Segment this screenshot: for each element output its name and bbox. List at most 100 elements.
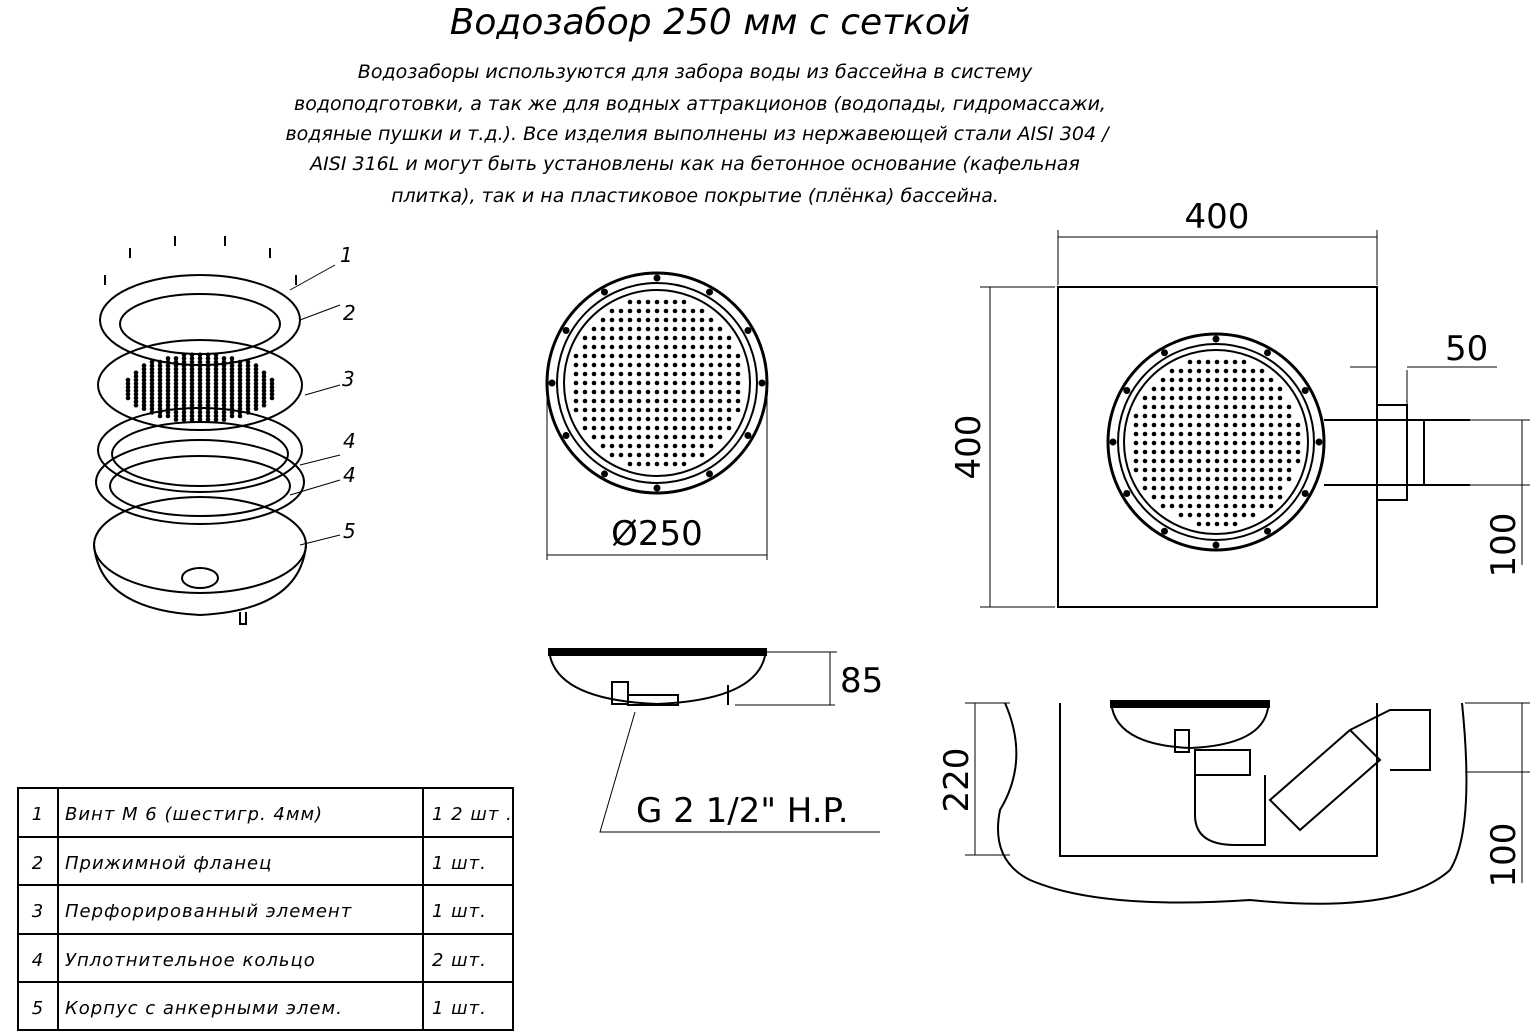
perforation-hole [269, 395, 275, 401]
perforation-hole [618, 425, 624, 431]
perforation-hole [1169, 404, 1175, 410]
perforation-hole [1169, 440, 1175, 446]
perforation-hole [681, 362, 687, 368]
perforation-hole [735, 389, 741, 395]
perforation-hole [165, 399, 171, 404]
plan-view: 400 400 50 100 [949, 197, 1530, 608]
perforation-hole [181, 381, 187, 386]
perforation-hole [591, 407, 597, 413]
perforation-hole [1178, 512, 1184, 518]
perforation-hole [173, 366, 179, 372]
perforation-hole [1268, 494, 1274, 500]
perforation-hole [1187, 476, 1193, 482]
perforation-hole [189, 359, 195, 365]
svg-text:Уплотнительное кольцо: Уплотнительное кольцо [65, 950, 316, 971]
perforation-hole [645, 434, 651, 440]
perforation-hole [165, 366, 171, 372]
perforation-hole [609, 335, 615, 341]
perforation-hole [1187, 449, 1193, 455]
perforation-hole [654, 317, 660, 323]
perforation-hole [141, 381, 147, 386]
perforation-hole [1178, 476, 1184, 482]
perforation-hole [681, 335, 687, 341]
perforation-hole [690, 353, 696, 359]
perforation-hole [699, 380, 705, 386]
perforation-hole [237, 384, 243, 390]
perforation-hole [213, 384, 219, 390]
perforation-hole [165, 413, 171, 419]
callout-5: 5 [343, 519, 356, 543]
perforation-hole [627, 335, 633, 341]
perforation-hole [672, 380, 678, 386]
perforation-hole [213, 374, 219, 379]
perforation-hole [1196, 377, 1202, 383]
perforation-hole [1286, 422, 1292, 428]
perforation-hole [708, 344, 714, 350]
perforation-hole [618, 452, 624, 458]
perforation-hole [672, 353, 678, 359]
perforation-hole [1196, 422, 1202, 428]
perforation-hole [573, 380, 579, 386]
perforation-hole [681, 371, 687, 377]
perforation-hole [221, 366, 227, 372]
perforation-hole [1259, 449, 1265, 455]
perforation-hole [189, 384, 195, 390]
perforation-hole [213, 359, 219, 365]
perforation-hole [1187, 494, 1193, 500]
perforation-hole [205, 370, 211, 376]
perforation-hole [253, 377, 259, 383]
perforation-hole [133, 392, 139, 397]
callout-4b: 4 [343, 463, 356, 487]
perforated-element [97, 339, 303, 431]
perforation-hole [1169, 458, 1175, 464]
perforation-hole [600, 335, 606, 341]
perforation-hole [699, 389, 705, 395]
perforation-hole [197, 395, 203, 401]
perforation-hole [213, 370, 219, 376]
perforation-hole [1268, 503, 1274, 509]
perforation-hole [1241, 458, 1247, 464]
perforation-hole [609, 389, 615, 395]
perforation-hole [269, 392, 275, 397]
perforation-hole [1214, 458, 1220, 464]
perforation-hole [690, 380, 696, 386]
perforation-hole [221, 384, 227, 390]
parts-table: 1 Винт М 6 (шестигр. 4мм) 1 2 шт . 2 При… [17, 787, 514, 1031]
perforation-hole [591, 371, 597, 377]
perforation-hole [717, 344, 723, 350]
perforation-hole [690, 452, 696, 458]
perforation-hole [237, 366, 243, 372]
perforation-hole [221, 399, 227, 404]
perforation-hole [1259, 485, 1265, 491]
bolt-hole [1212, 335, 1220, 343]
description-line: Водозаборы используются для забора воды … [358, 61, 1033, 83]
thread-label: G 2 1/2" H.P. [636, 791, 849, 831]
perforation-hole [189, 410, 195, 415]
perforation-hole [1214, 503, 1220, 509]
perforation-hole [173, 417, 179, 422]
perforation-hole [1214, 485, 1220, 491]
perforation-hole [672, 461, 678, 467]
perforation-hole [1187, 386, 1193, 392]
perforation-hole [253, 406, 259, 412]
perforation-hole [1160, 494, 1166, 500]
perforation-hole [229, 377, 235, 383]
perforation-hole [1223, 449, 1229, 455]
perforation-hole [1205, 512, 1211, 518]
perforation-hole [149, 406, 155, 412]
body-housing [93, 496, 307, 594]
perforation-hole [221, 377, 227, 383]
perforation-hole [189, 377, 195, 383]
perforation-hole [618, 389, 624, 395]
perforation-hole [618, 434, 624, 440]
perforation-hole [213, 352, 219, 358]
perforation-hole [1142, 467, 1148, 473]
perforation-hole [618, 344, 624, 350]
perforation-hole [261, 388, 267, 394]
perforation-hole [165, 363, 171, 368]
perforation-hole [645, 299, 651, 305]
perforation-hole [609, 344, 615, 350]
perforation-hole [573, 398, 579, 404]
perforation-hole [1205, 449, 1211, 455]
exploded-view: 1 2 3 4 4 5 [93, 236, 356, 625]
